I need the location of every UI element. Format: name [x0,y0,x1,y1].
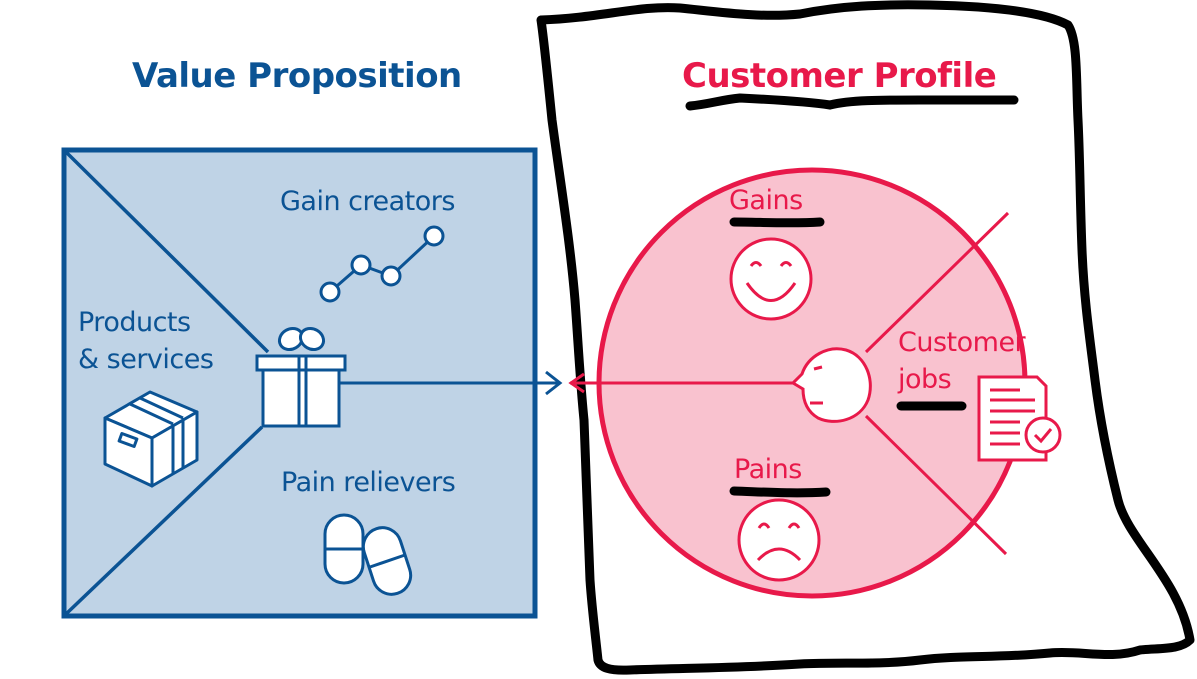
smiley-happy-icon [729,237,813,321]
connector-arrowhead [545,370,563,396]
products-label-line1: Products [78,307,191,338]
smiley-sad-icon [737,498,821,582]
underline-pains [729,486,831,498]
underline-customer-profile [685,93,1019,111]
pain-relievers-label: Pain relievers [281,467,456,498]
gain-creators-label: Gain creators [280,186,455,217]
divider-lower-right [864,414,1008,556]
value-proposition-title: Value Proposition [132,56,462,96]
box-icon [103,390,199,488]
customer-jobs-label-line2: jobs [898,364,952,395]
hand-drawn-frame [536,0,1195,675]
pills-icon [323,513,413,596]
annotation-underlines [685,93,1019,498]
products-label-line2: & services [78,344,214,375]
customer-head-icon [790,347,872,423]
customer-jobs-label-line1: Customer [898,327,1026,358]
left-arrowhead [568,372,585,394]
pains-label: Pains [734,454,802,485]
gift-icon [255,326,347,428]
divider-bottom-left [64,425,264,616]
customer-profile-title: Customer Profile [682,56,997,96]
document-check-icon [977,375,1062,462]
underline-gains [729,217,825,228]
gains-label: Gains [729,185,803,216]
trend-line-icon [319,225,445,303]
divider-upper-right [864,211,1010,354]
divider-top-left [64,150,270,354]
